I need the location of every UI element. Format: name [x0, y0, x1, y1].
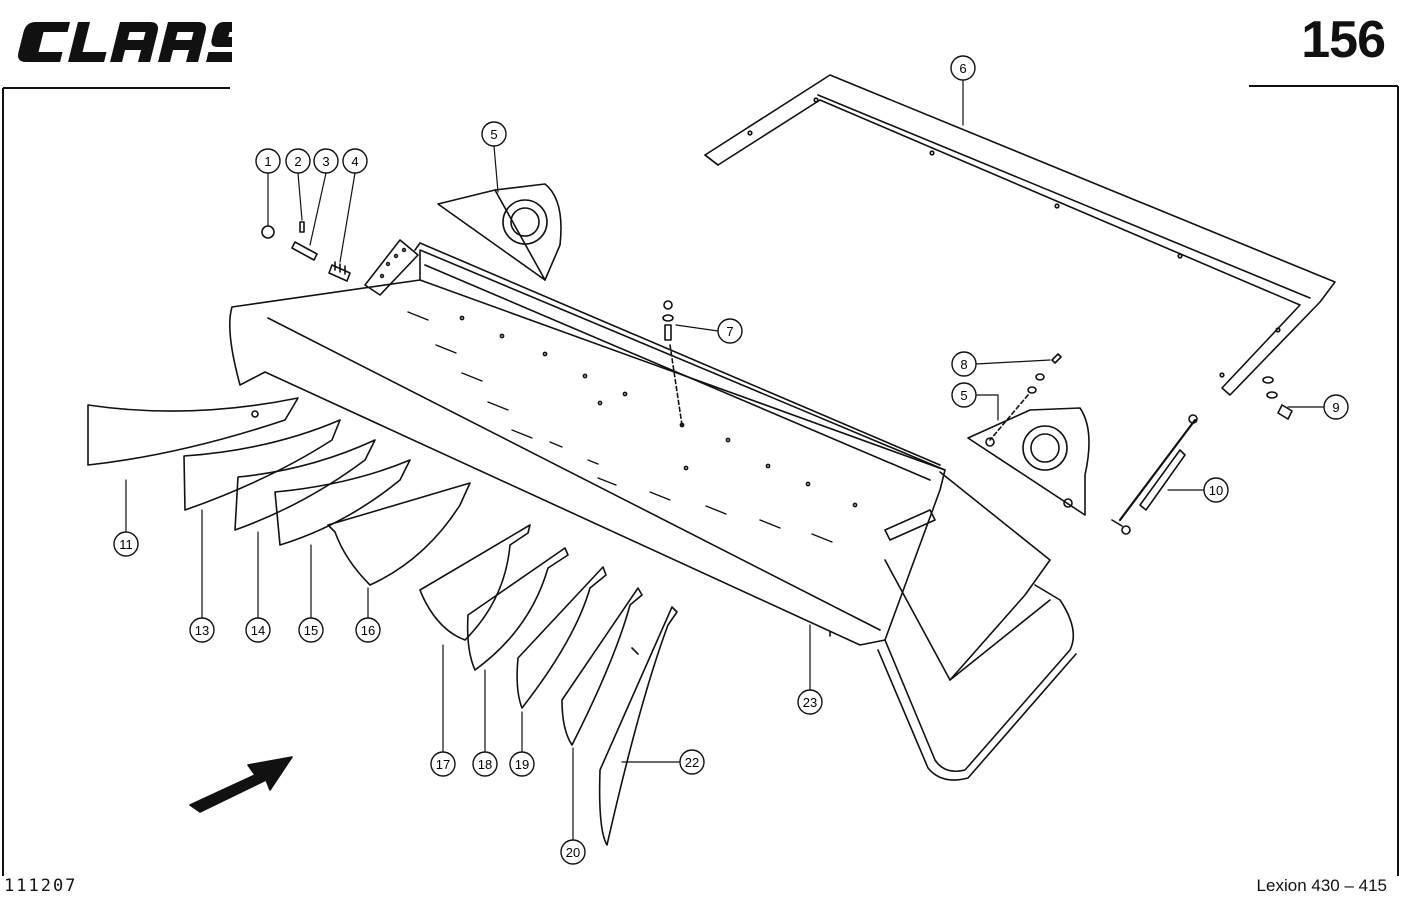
svg-text:23: 23: [803, 695, 817, 710]
cover-plate-part: [704, 74, 1336, 396]
svg-text:11: 11: [119, 537, 133, 552]
svg-text:13: 13: [195, 623, 209, 638]
drawing-number: 111207: [4, 876, 78, 896]
strip-20: [561, 587, 643, 746]
callout-10: 10: [1203, 477, 1229, 503]
callout-labels: 1 2 3 4 5 5 6 7: [113, 55, 1349, 865]
svg-text:8: 8: [960, 357, 967, 372]
gas-strut: [1111, 414, 1198, 535]
svg-text:2: 2: [294, 154, 301, 169]
callout-1: 1: [255, 148, 281, 174]
svg-text:18: 18: [478, 757, 492, 772]
side-flap-16: [327, 482, 471, 586]
svg-text:16: 16: [361, 623, 375, 638]
side-flap-15: [274, 459, 411, 546]
left-hinge-bracket: [364, 239, 419, 296]
svg-text:5: 5: [490, 127, 497, 142]
side-flap-14: [234, 439, 376, 531]
svg-text:1: 1: [264, 154, 271, 169]
svg-text:5: 5: [960, 388, 967, 403]
callout-15: 15: [298, 617, 324, 643]
svg-text:6: 6: [959, 61, 966, 76]
bolts: [662, 300, 1293, 441]
callout-7: 7: [717, 318, 743, 344]
page-number: 156: [1301, 11, 1386, 69]
callout-18: 18: [472, 751, 498, 777]
strip-17: [419, 524, 531, 641]
svg-text:22: 22: [685, 755, 699, 770]
svg-text:4: 4: [351, 154, 358, 169]
hood-body-part: [228, 242, 1077, 781]
callout-6: 6: [950, 55, 976, 81]
svg-text:9: 9: [1332, 400, 1339, 415]
svg-text:3: 3: [322, 154, 329, 169]
callout-8: 8: [951, 351, 977, 377]
svg-text:19: 19: [515, 757, 529, 772]
callout-23: 23: [797, 689, 823, 715]
strip-22: [598, 606, 678, 846]
callout-5-lower: 5: [951, 382, 977, 408]
callout-13: 13: [189, 617, 215, 643]
svg-text:20: 20: [566, 845, 580, 860]
hinge-bracket-upper: [437, 183, 562, 281]
callout-9: 9: [1323, 394, 1349, 420]
callout-14: 14: [245, 617, 271, 643]
callout-17: 17: [430, 751, 456, 777]
strip-18: [466, 547, 569, 671]
strip-19: [516, 566, 607, 709]
hinge-bracket-lower: [967, 407, 1090, 516]
callout-11: 11: [113, 531, 139, 557]
callout-22: 22: [679, 749, 705, 775]
callout-16: 16: [355, 617, 381, 643]
model-label: Lexion 430 – 415: [1256, 876, 1387, 895]
pin-assembly: [261, 221, 351, 282]
callout-20: 20: [560, 839, 586, 865]
side-flap-11: [87, 397, 299, 466]
side-flap-13: [183, 419, 341, 511]
svg-text:14: 14: [251, 623, 265, 638]
svg-text:17: 17: [436, 757, 450, 772]
callout-2: 2: [285, 148, 311, 174]
callout-19: 19: [509, 751, 535, 777]
svg-text:10: 10: [1209, 483, 1223, 498]
svg-text:7: 7: [726, 324, 733, 339]
svg-text:15: 15: [304, 623, 318, 638]
direction-arrow: [189, 756, 293, 813]
callout-3: 3: [313, 148, 339, 174]
callout-5-upper: 5: [481, 121, 507, 147]
callout-4: 4: [342, 148, 368, 174]
